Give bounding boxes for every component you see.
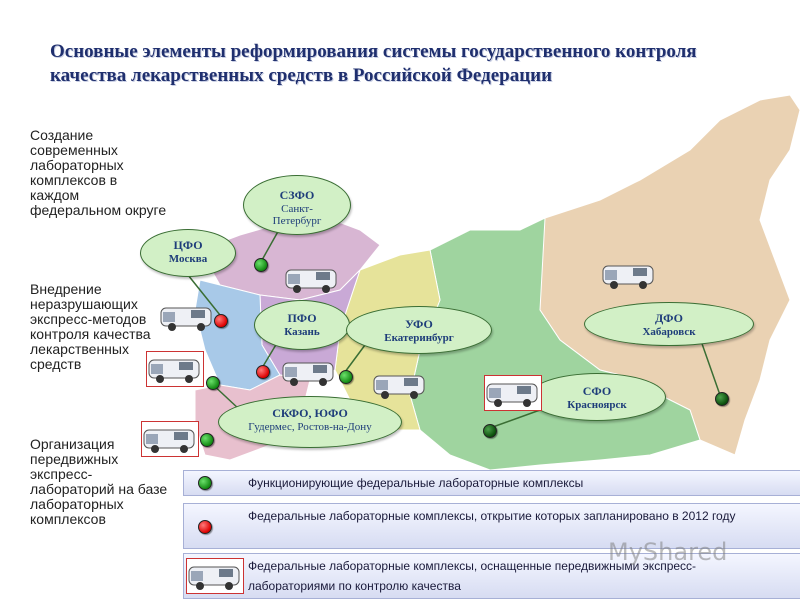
- bubble-szfo-name: СЗФО: [279, 188, 315, 202]
- van-icon: [160, 307, 212, 331]
- dot-dfo: [715, 392, 729, 406]
- bubble-skfo-yufo-name: СКФО, ЮФО: [272, 406, 348, 420]
- legend-green-dot: [198, 476, 212, 490]
- bubble-pfo-city: Казань: [284, 326, 320, 338]
- legend-row-planned: Федеральные лабораторные комплексы, откр…: [183, 503, 800, 549]
- bubble-sfo: СФО Красноярск: [528, 373, 666, 421]
- bubble-pfo-name: ПФО: [287, 311, 317, 325]
- dot-cfo: [214, 314, 228, 328]
- van-icon: [484, 375, 542, 411]
- van-icon: [141, 421, 199, 457]
- legend-row-mobile: Федеральные лабораторные комплексы, осна…: [183, 553, 800, 599]
- bubble-cfo-name: ЦФО: [173, 238, 203, 252]
- van-icon: [282, 362, 334, 386]
- bubble-cfo: ЦФО Москва: [140, 229, 236, 277]
- side-item-1: Создание современных лабораторных компле…: [30, 127, 167, 218]
- bubble-ufo-name: УФО: [405, 317, 433, 331]
- dot-yufo: [200, 433, 214, 447]
- bubble-cfo-city: Москва: [168, 253, 208, 265]
- legend-label-planned: Федеральные лабораторные комплексы, откр…: [248, 509, 736, 523]
- van-icon: [285, 269, 337, 293]
- bubble-skfo-yufo-city: Гудермес, Ростов-на-Дону: [248, 421, 372, 433]
- bubble-dfo-city: Хабаровск: [642, 326, 696, 338]
- bubble-dfo: ДФО Хабаровск: [584, 302, 754, 346]
- legend-label-mobile: Федеральные лабораторные комплексы, осна…: [248, 559, 697, 593]
- dot-skfo: [206, 376, 220, 390]
- dot-sfo: [483, 424, 497, 438]
- watermark: MyShared: [608, 538, 728, 566]
- van-icon: [373, 375, 425, 399]
- bubble-skfo-yufo: СКФО, ЮФО Гудермес, Ростов-на-Дону: [218, 396, 402, 448]
- van-icon: [602, 265, 654, 289]
- bubble-szfo: СЗФО Санкт-Петербург: [243, 175, 351, 235]
- bubble-sfo-city: Красноярск: [567, 399, 627, 411]
- bubble-ufo-city: Екатеринбург: [384, 332, 454, 344]
- dot-pfo: [256, 365, 270, 379]
- bubble-sfo-name: СФО: [582, 384, 612, 398]
- side-item-2: Внедрение неразрушающих экспресс-методов…: [30, 281, 151, 372]
- bubble-ufo: УФО Екатеринбург: [346, 306, 492, 354]
- page-title: Основные элементы реформирования системы…: [50, 41, 697, 86]
- bubble-dfo-name: ДФО: [655, 311, 683, 325]
- legend-red-dot: [198, 520, 212, 534]
- legend-van-icon: [186, 558, 244, 594]
- side-item-3: Организация передвижных экспресс-лаборат…: [30, 436, 168, 527]
- dot-ufo: [339, 370, 353, 384]
- legend-row-functioning: Функционирующие федеральные лабораторные…: [183, 470, 800, 496]
- dot-szfo: [254, 258, 268, 272]
- van-icon: [146, 351, 204, 387]
- bubble-pfo: ПФО Казань: [254, 300, 350, 350]
- legend-label-functioning: Функционирующие федеральные лабораторные…: [248, 476, 584, 490]
- bubble-szfo-city: Санкт-Петербург: [272, 203, 322, 227]
